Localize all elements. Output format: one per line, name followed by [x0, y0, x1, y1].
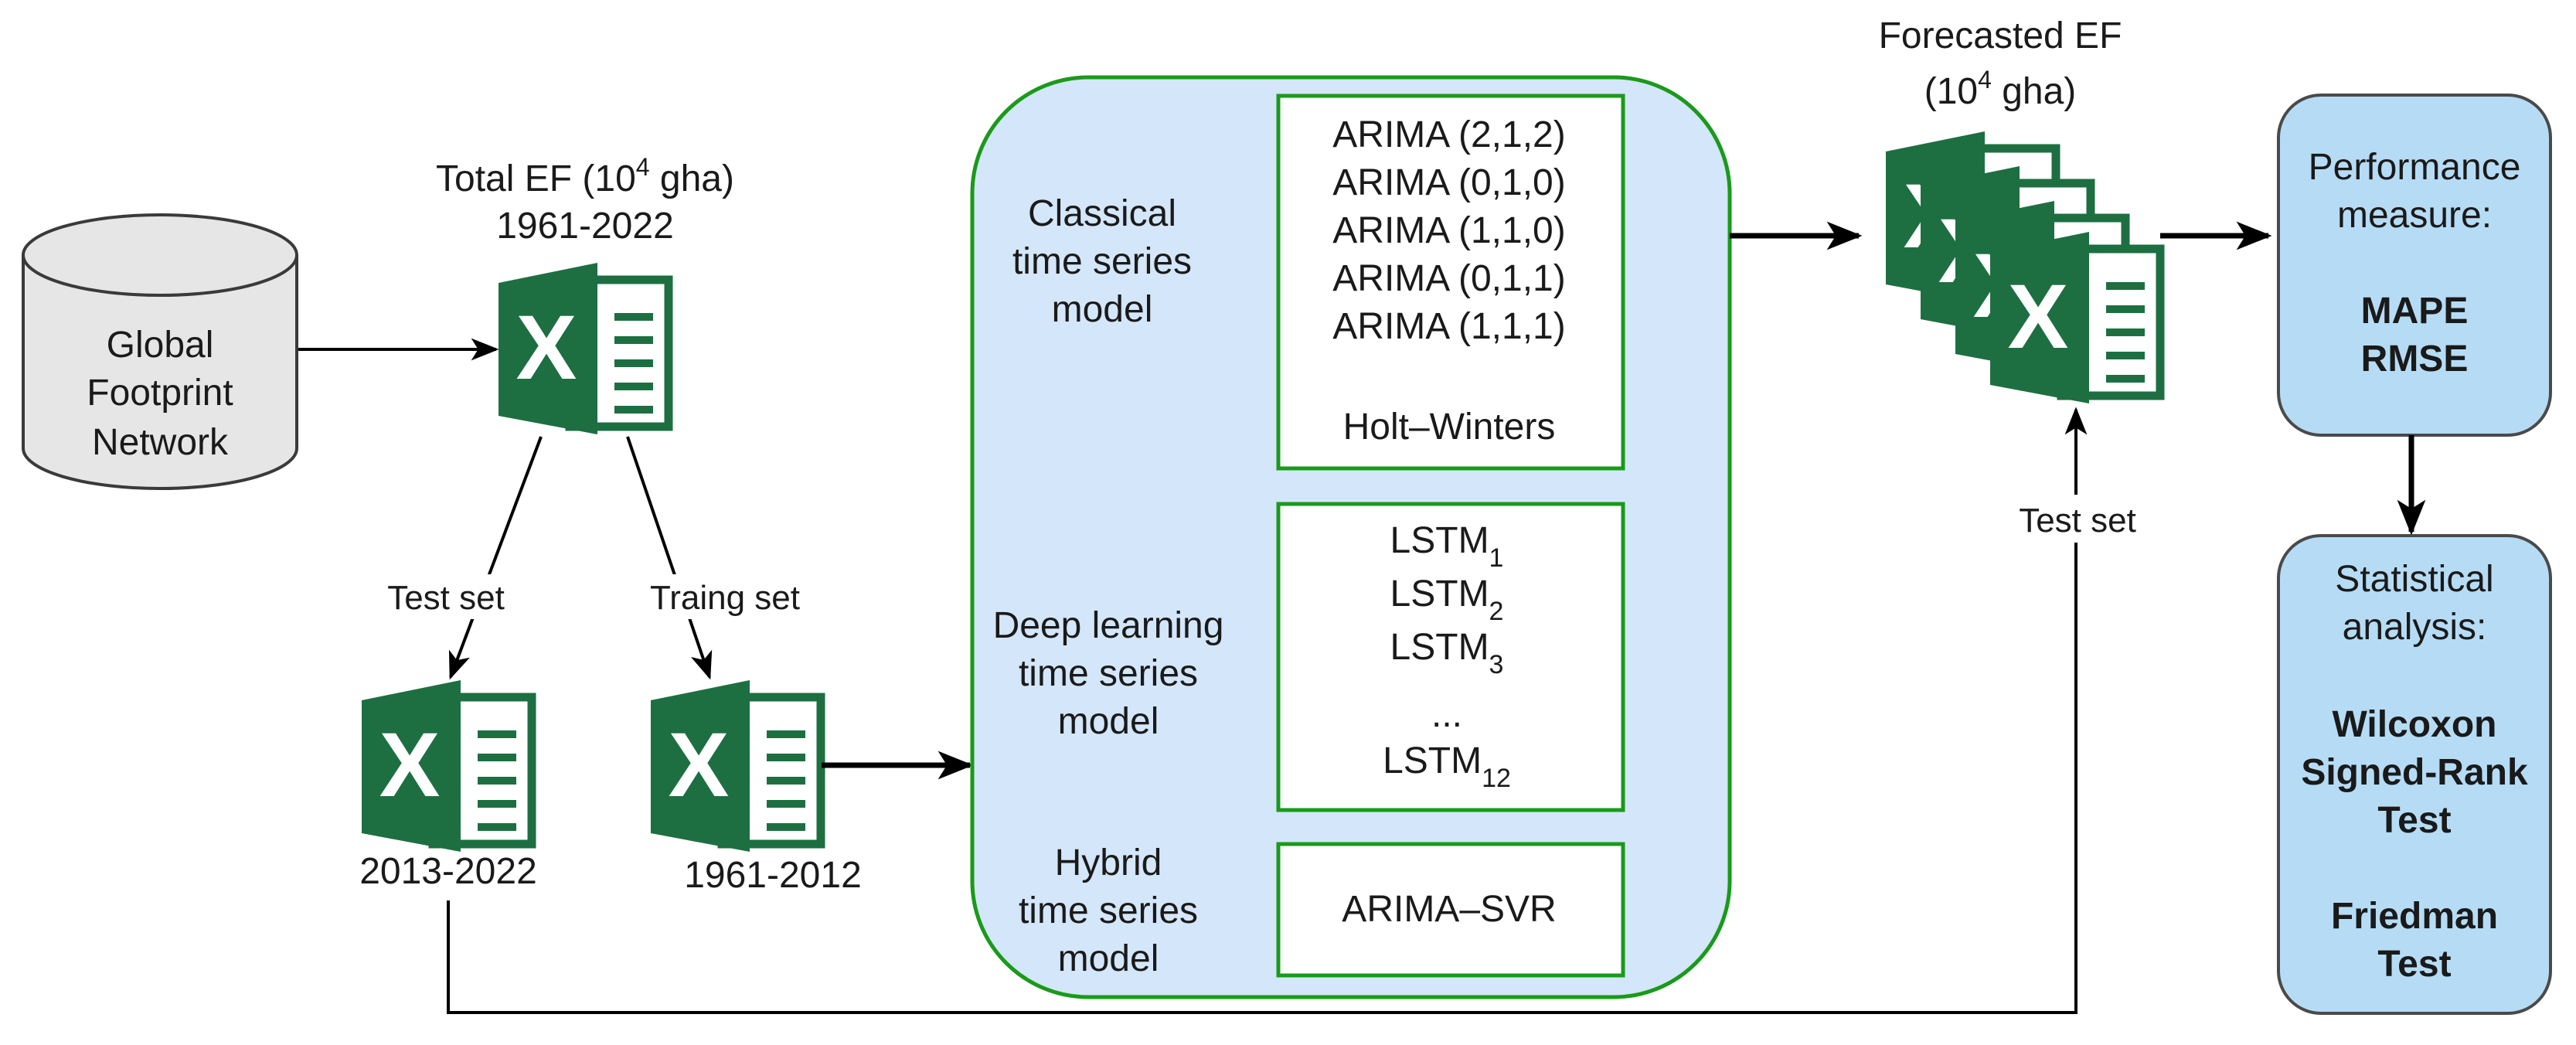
forecast-title: Forecasted EF	[1879, 15, 2122, 56]
hybrid-label-line-3: model	[1058, 938, 1159, 979]
deep-model-item: LSTM2	[1390, 574, 1504, 626]
classical-model-item: Holt–Winters	[1343, 407, 1556, 448]
performance-measure-box	[2277, 94, 2552, 437]
test-set-connector	[447, 407, 2088, 1014]
deep-model-item: LSTM12	[1383, 740, 1511, 793]
classical-label-line-2: time series	[1012, 241, 1192, 282]
arrow-to-training-set	[626, 436, 713, 680]
excel-x-letter: X	[2008, 266, 2069, 368]
classical-label-line-3: model	[1052, 289, 1153, 330]
classical-label-line-1: Classical	[1028, 193, 1176, 234]
classical-model-item: ARIMA (1,1,1)	[1332, 306, 1565, 347]
classical-model-item: ARIMA (2,1,2)	[1332, 114, 1565, 155]
training-set-years: 1961-2012	[684, 855, 862, 896]
wilcoxon-line-3: Test	[2377, 800, 2451, 841]
deep-label-line-1: Deep learning	[993, 605, 1224, 646]
deep-label-line-2: time series	[1019, 653, 1198, 694]
source-label-line-1: Global	[107, 325, 214, 366]
forecast-test-set-label: Test set	[2019, 502, 2136, 540]
friedman-line-2: Test	[2377, 944, 2451, 985]
total-ef-years: 1961-2022	[496, 206, 674, 247]
total-ef-title: Total EF (104 gha)	[436, 153, 734, 199]
classical-model-box	[1276, 94, 1625, 471]
training-set-label: Traing set	[650, 579, 800, 617]
excel-file-icon: X	[1990, 232, 2165, 403]
forecast-units: (104 gha)	[1924, 66, 2077, 112]
deep-model-item: LSTM1	[1390, 520, 1504, 573]
statistical-analysis-box	[2277, 534, 2552, 1015]
deep-model-box	[1276, 502, 1625, 812]
metric-rmse: RMSE	[2361, 339, 2469, 380]
deep-label-line-3: model	[1058, 701, 1159, 742]
statistics-heading-line-1: Statistical	[2335, 559, 2493, 600]
statistics-heading-line-2: analysis:	[2343, 607, 2487, 648]
performance-heading-line-2: measure:	[2337, 195, 2492, 236]
excel-x-letter: X	[669, 714, 730, 816]
excel-x-letter: X	[516, 297, 577, 399]
deep-model-item: ...	[1431, 694, 1462, 735]
test-set-label: Test set	[387, 579, 505, 617]
performance-heading-line-1: Performance	[2309, 147, 2521, 188]
wilcoxon-line-2: Signed-Rank	[2301, 752, 2528, 793]
source-label-line-3: Network	[92, 422, 229, 463]
global-footprint-network-database: Global Footprint Network	[22, 213, 298, 490]
classical-model-item: ARIMA (0,1,1)	[1332, 258, 1565, 299]
hybrid-label-line-2: time series	[1019, 890, 1198, 931]
classical-model-item: ARIMA (0,1,0)	[1332, 162, 1565, 203]
friedman-line-1: Friedman	[2331, 896, 2498, 937]
wilcoxon-line-1: Wilcoxon	[2333, 704, 2497, 745]
excel-x-letter: X	[379, 714, 441, 816]
excel-file-icon: X	[362, 680, 536, 852]
test-set-years: 2013-2022	[359, 851, 537, 892]
classical-model-item: ARIMA (1,1,0)	[1332, 210, 1565, 251]
excel-file-icon: X	[499, 263, 673, 434]
hybrid-label-line-1: Hybrid	[1055, 842, 1162, 883]
excel-file-icon: X	[651, 680, 825, 852]
deep-model-item: LSTM3	[1390, 627, 1504, 679]
hybrid-model-box	[1276, 842, 1625, 978]
source-label-line-2: Footprint	[87, 373, 233, 414]
metric-mape: MAPE	[2361, 291, 2469, 332]
arrow-to-test-set	[448, 436, 543, 680]
hybrid-model-item: ARIMA–SVR	[1342, 889, 1556, 930]
